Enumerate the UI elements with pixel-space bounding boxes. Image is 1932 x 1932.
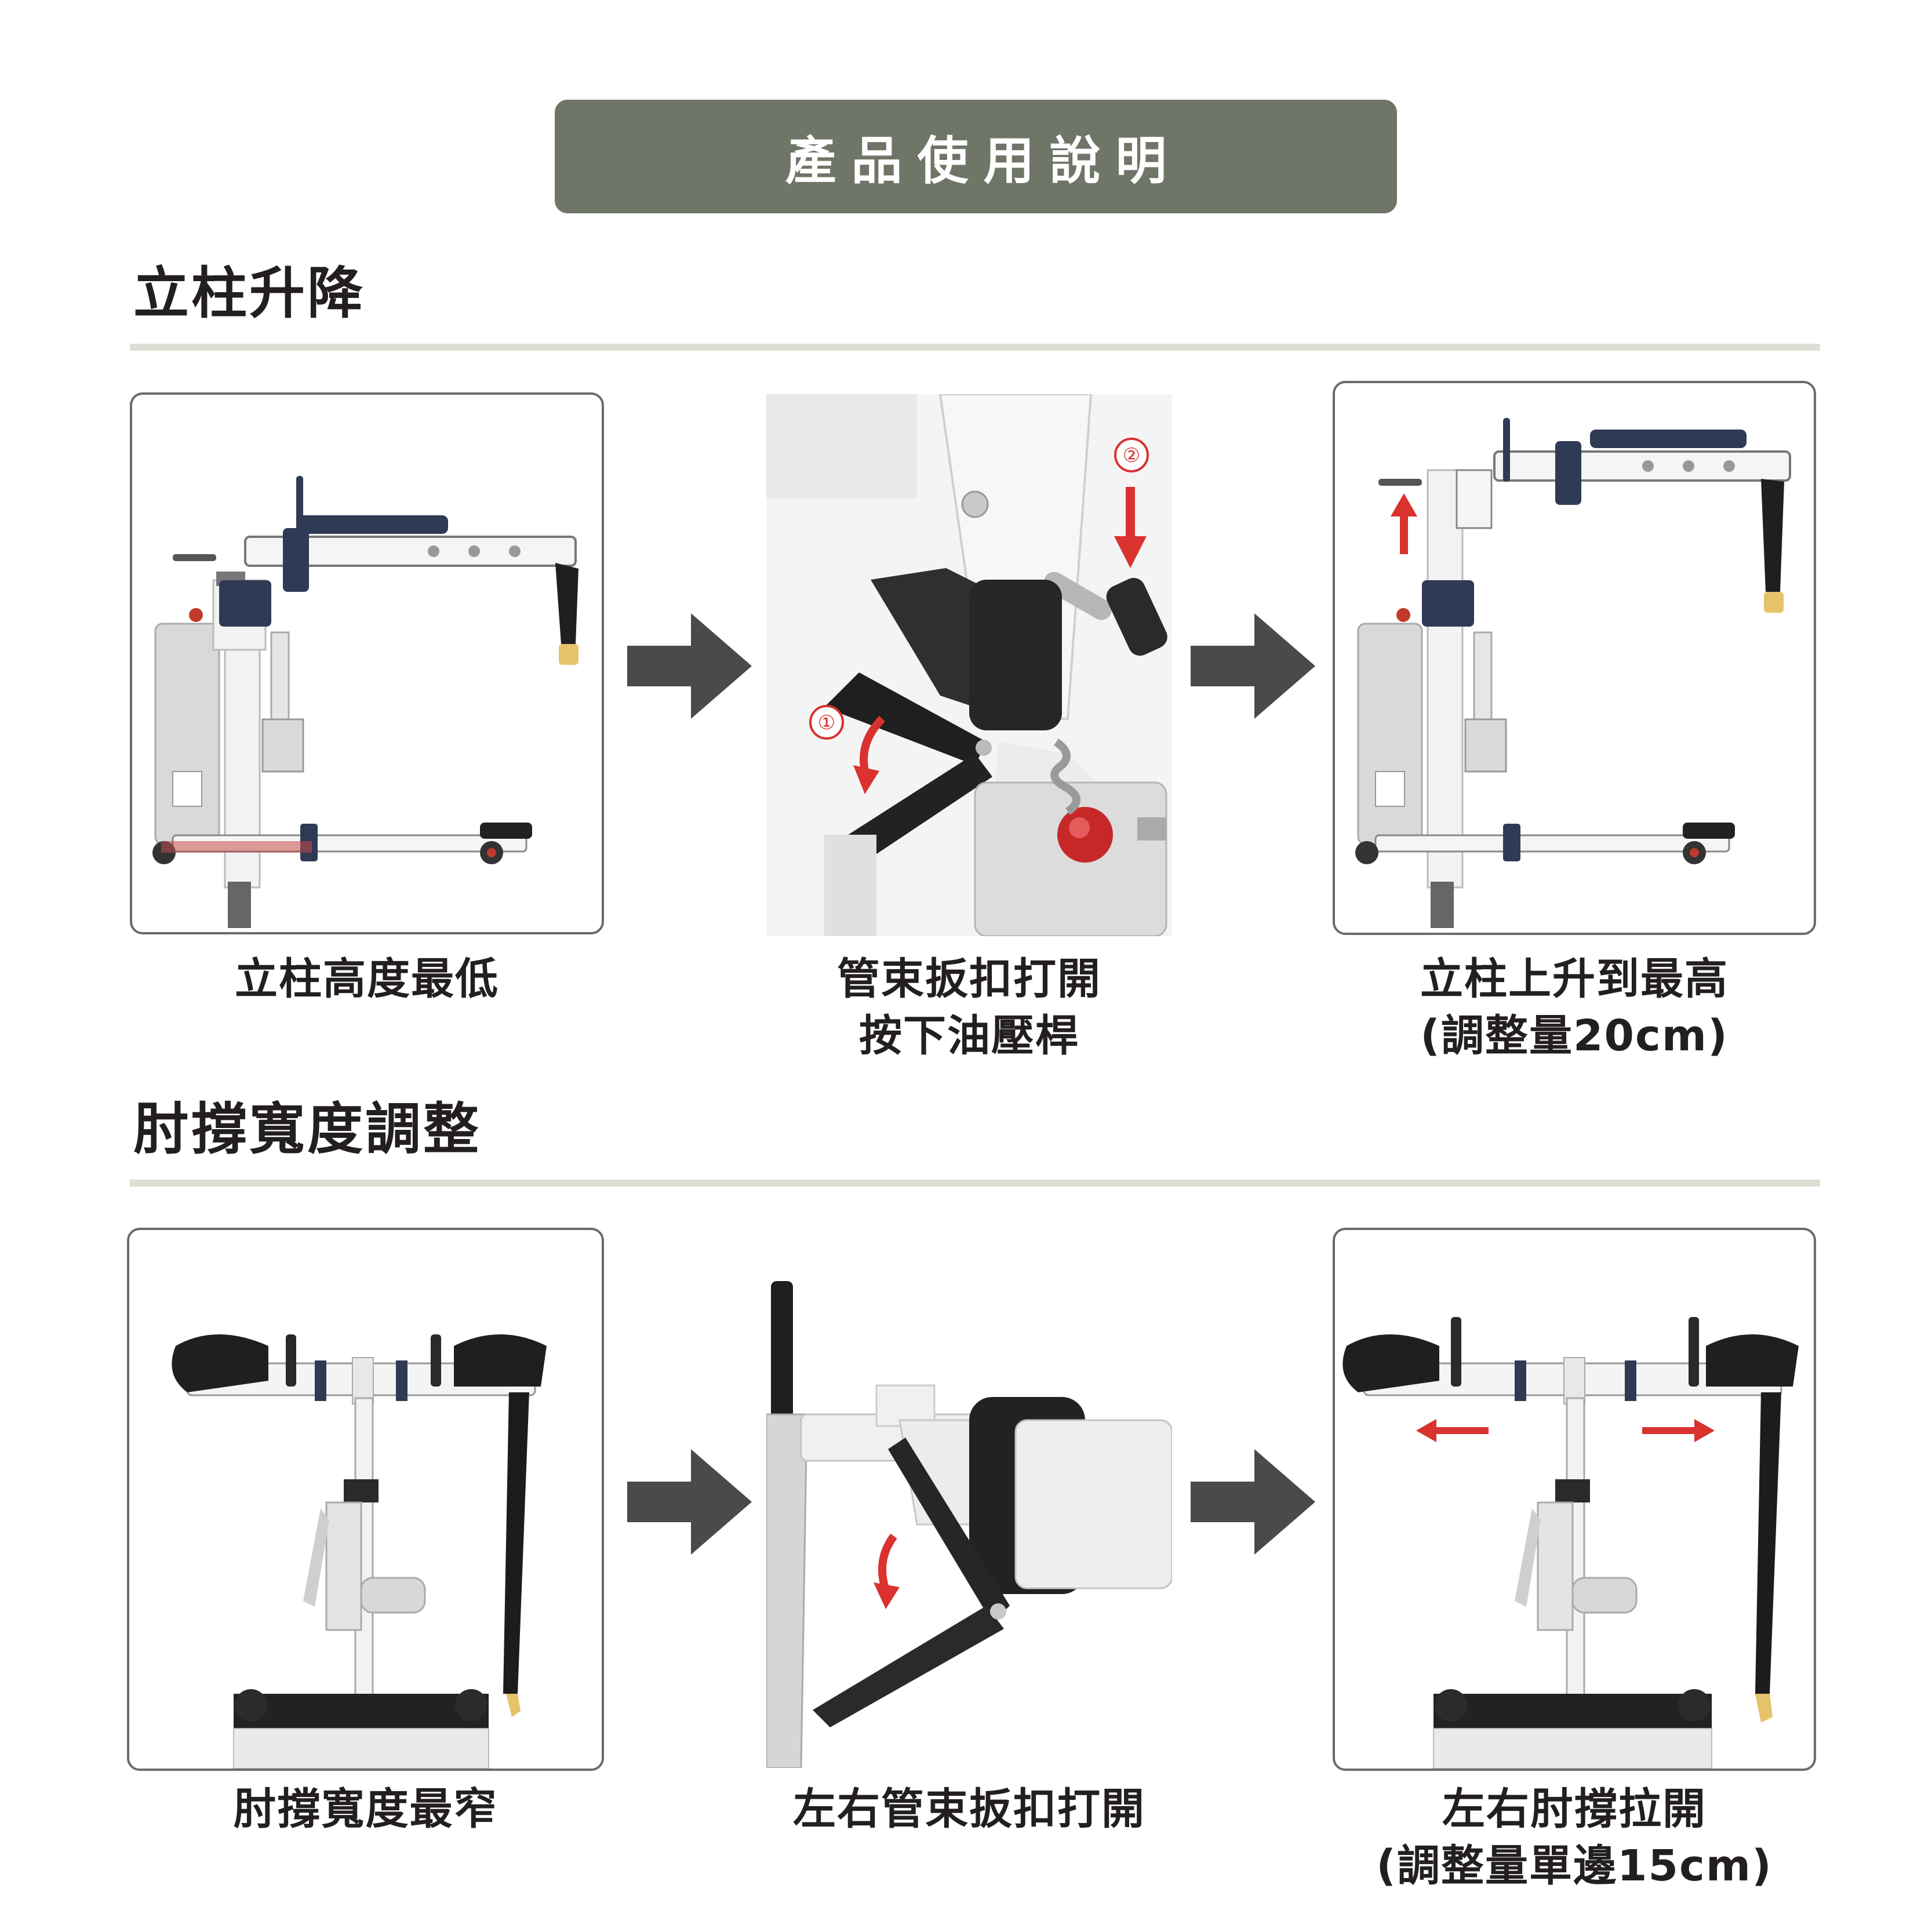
photo-column-highest [1333, 381, 1816, 935]
right-arrow-icon [627, 1449, 752, 1555]
photo-left-right-clamp-open [766, 1281, 1172, 1768]
red-down-arrow-icon [1114, 487, 1147, 568]
red-right-arrow-icon [1642, 1419, 1715, 1442]
caption-line: 管束扳扣打開 [837, 954, 1101, 1004]
page-title: 產品使用說明 [785, 130, 1182, 191]
section-title-elbow-width: 肘撐寬度調整 [133, 1097, 481, 1162]
red-curved-arrow-icon [853, 716, 886, 794]
caption-line: (調整量20cm) [1420, 1011, 1729, 1061]
photo-elbow-widened [1333, 1228, 1816, 1771]
caption-line: (調整量單邊15cm) [1376, 1841, 1773, 1891]
right-arrow-icon [1191, 613, 1315, 719]
caption-line: 立柱上升到最高 [1420, 954, 1729, 1004]
caption-column-highest: 立柱上升到最高 (調整量20cm) [1333, 951, 1816, 1064]
clamp-open-illustration [766, 1281, 1172, 1768]
caption-column-lowest: 立柱高度最低 [130, 951, 604, 1007]
red-curved-arrow-icon [874, 1533, 900, 1609]
photo-column-lowest [130, 392, 604, 934]
clamp-lever-illustration: ① ② [766, 394, 1172, 936]
caption-clamp-open-lever: 管束扳扣打開 按下油壓桿 [766, 951, 1172, 1064]
section-title-column-lift: 立柱升降 [133, 261, 365, 326]
section-divider [130, 1180, 1820, 1187]
photo-elbow-narrowest [127, 1228, 604, 1771]
elbow-narrow-illustration [172, 1334, 547, 1769]
caption-line: 左右管束扳扣打開 [793, 1784, 1145, 1834]
right-arrow-icon [1191, 1449, 1315, 1555]
caption-line: 立柱高度最低 [235, 954, 499, 1004]
page-banner: 產品使用說明 [555, 100, 1397, 213]
elbow-wide-illustration [1342, 1317, 1799, 1769]
red-left-arrow-icon [1416, 1419, 1489, 1442]
caption-elbow-widened: 左右肘撐拉開 (調整量單邊15cm) [1333, 1781, 1816, 1894]
red-up-arrow-icon [1391, 493, 1417, 554]
marker-step-1: ① [818, 711, 835, 734]
section-divider [130, 344, 1820, 351]
lift-machine-raised-illustration [1355, 418, 1791, 928]
marker-step-2: ② [1123, 444, 1140, 467]
caption-left-right-clamp-open: 左右管束扳扣打開 [766, 1781, 1172, 1838]
caption-line: 肘撐寬度最窄 [233, 1784, 498, 1834]
caption-elbow-narrowest: 肘撐寬度最窄 [127, 1781, 604, 1838]
lift-machine-illustration [152, 476, 578, 928]
caption-line: 按下油壓桿 [859, 1011, 1079, 1061]
photo-clamp-open-lever: ① ② [766, 394, 1172, 936]
right-arrow-icon [627, 613, 752, 719]
caption-line: 左右肘撐拉開 [1442, 1784, 1707, 1834]
